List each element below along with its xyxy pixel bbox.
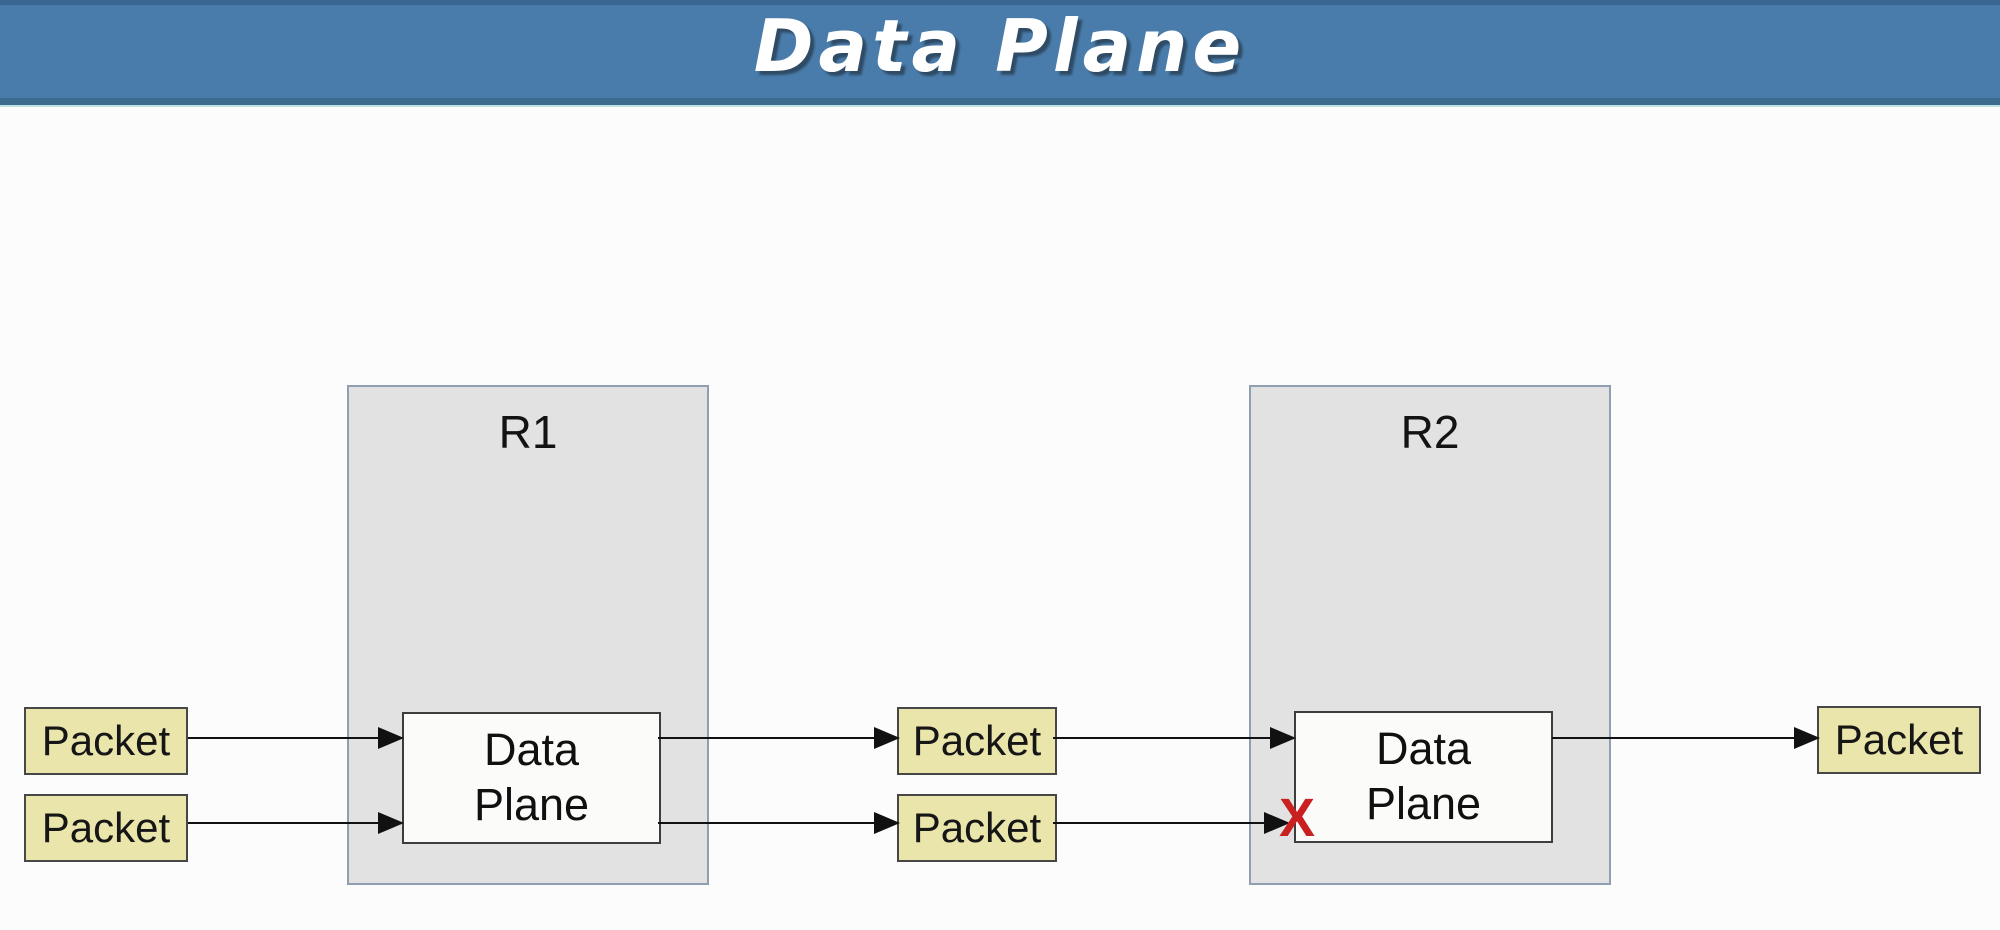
arrowhead-icon [1270,727,1296,749]
arrowhead-icon [874,812,900,834]
arrowhead-icon [1264,812,1290,834]
arrowhead-icon [874,727,900,749]
arrow-shaft [1053,737,1274,739]
packet-drop-x-icon: X [1279,788,1316,848]
arrowhead-icon [378,812,404,834]
arrowhead-icon [1794,727,1820,749]
arrow-r1-to-middle2 [658,812,900,834]
router-label-r1: R1 [498,406,558,458]
arrow-input2-to-r1 [188,812,404,834]
arrow-middle1-to-r2 [1053,727,1296,749]
title-banner: Data Plane [0,0,2000,107]
packet-middle-top: Packet [897,707,1057,775]
page-title: Data Plane [753,3,1247,88]
arrow-input1-to-r1 [188,727,404,749]
packet-output-top: Packet [1817,706,1981,774]
packet-middle-bottom: Packet [897,794,1057,862]
packet-input-top: Packet [24,707,188,775]
arrowhead-icon [378,727,404,749]
arrow-r1-to-middle1 [658,727,900,749]
router-label-r2: R2 [1400,406,1460,458]
arrow-middle2-to-r2-dropped [1053,812,1290,834]
arrow-shaft [188,822,382,824]
data-plane-box-r1: Data Plane [402,712,661,844]
arrow-shaft [658,737,878,739]
arrow-shaft [658,822,878,824]
arrow-r2-to-output [1552,727,1820,749]
arrow-shaft [1552,737,1798,739]
data-plane-box-r2: Data Plane [1294,711,1553,843]
packet-input-bottom: Packet [24,794,188,862]
arrow-shaft [1053,822,1268,824]
arrow-shaft [188,737,382,739]
